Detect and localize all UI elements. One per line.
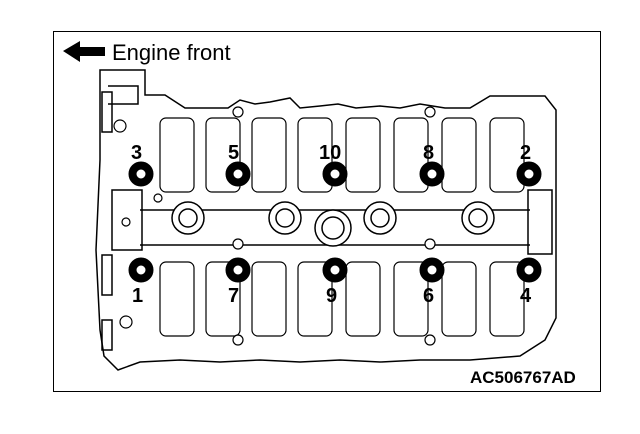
head-bolt-2 [516, 161, 542, 187]
head-bolts-upper [128, 161, 542, 187]
lower-journal-row [159, 261, 525, 337]
head-bolt-4 [516, 257, 542, 283]
sequence-number-5: 5 [228, 142, 239, 164]
head-bolt-3 [128, 161, 154, 187]
sequence-number-9: 9 [326, 285, 337, 307]
engine-front-label: Engine front [112, 40, 231, 65]
head-bolt-5 [225, 161, 251, 187]
locating-holes [113, 106, 436, 346]
spark-plug-bores [171, 201, 495, 247]
sequence-number-7: 7 [228, 285, 239, 307]
sequence-number-4: 4 [520, 285, 532, 307]
sequence-number-6: 6 [423, 285, 434, 307]
head-bolt-6 [419, 257, 445, 283]
head-bolt-1 [128, 257, 154, 283]
sequence-number-8: 8 [423, 142, 434, 164]
head-bolt-9 [322, 257, 348, 283]
sequence-number-1: 1 [132, 285, 143, 307]
head-bolt-10 [322, 161, 348, 187]
sequence-number-10: 10 [319, 142, 341, 164]
head-bolts-lower [128, 257, 542, 283]
head-bolt-8 [419, 161, 445, 187]
upper-journal-row [159, 117, 525, 193]
sequence-number-3: 3 [131, 142, 142, 164]
sequence-number-2: 2 [520, 142, 531, 164]
figure-code: AC506767AD [470, 368, 576, 387]
sequence-numbers: 3 5 10 8 2 1 7 9 6 4 [131, 142, 532, 307]
left-arrow-icon [63, 41, 105, 62]
head-bolt-7 [225, 257, 251, 283]
